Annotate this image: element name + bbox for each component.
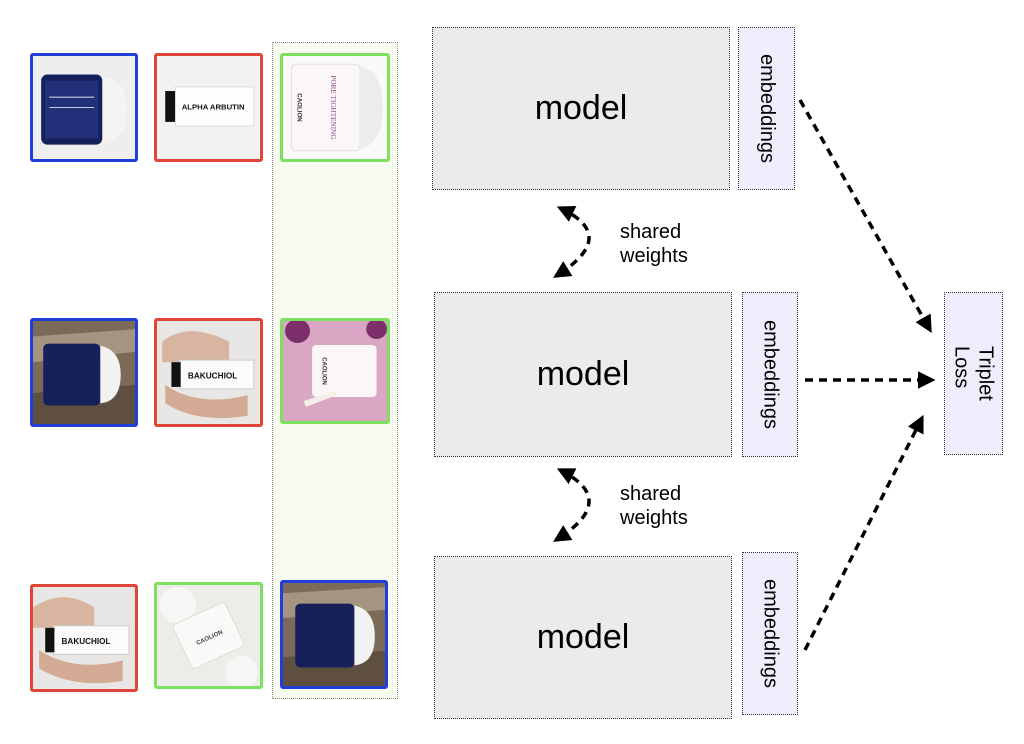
shared-weights-arrow-bottom bbox=[553, 468, 591, 542]
shared-weights-line1: shared bbox=[620, 221, 682, 243]
embeddings-label: embeddings bbox=[756, 54, 778, 163]
triplet-loss-line2: Loss bbox=[950, 346, 973, 389]
tube-label-text: BAKUCHIOL bbox=[62, 637, 111, 646]
arrow-embeddings-top-to-loss bbox=[798, 99, 932, 334]
shared-weights-line2: weights bbox=[620, 245, 688, 267]
embeddings-label: embeddings bbox=[759, 579, 782, 688]
model-box-middle: model bbox=[434, 292, 732, 457]
embeddings-label: embeddings bbox=[759, 320, 782, 429]
tube-label-text: ALPHA ARBUTIN bbox=[182, 103, 245, 112]
thumb-anchor-row1 bbox=[30, 53, 138, 162]
tube-label-text: BAKUCHIOL bbox=[188, 372, 237, 381]
thumb-negative-row3: BAKUCHIOL bbox=[30, 584, 138, 692]
thumb-positive-row1: PORE TIGHTENING CAOLION bbox=[280, 53, 390, 162]
jar-brand-text: CAOLION bbox=[320, 357, 327, 385]
thumb-negative-row2: BAKUCHIOL bbox=[154, 318, 263, 427]
model-label: model bbox=[534, 89, 628, 127]
thumb-anchor-row2 bbox=[30, 318, 138, 427]
shared-weights-line1: shared bbox=[620, 483, 682, 505]
shared-weights-line2: weights bbox=[620, 507, 688, 529]
thumb-positive-row2: CAOLION bbox=[280, 318, 390, 424]
embeddings-box-bottom: embeddings bbox=[742, 552, 798, 715]
triplet-loss-box: Triplet Loss bbox=[944, 292, 1003, 455]
triplet-loss-label: Triplet Loss bbox=[950, 346, 998, 401]
shared-weights-label-top: shared weights bbox=[620, 220, 688, 268]
embeddings-box-top: embeddings bbox=[738, 27, 795, 190]
triplet-loss-line1: Triplet bbox=[974, 346, 997, 401]
arrow-embeddings-bottom-to-loss bbox=[803, 414, 924, 651]
thumb-anchor-row3 bbox=[280, 580, 388, 689]
shared-weights-label-bottom: shared weights bbox=[620, 482, 688, 530]
thumb-positive-row3: CAOLION bbox=[154, 582, 263, 689]
embeddings-box-middle: embeddings bbox=[742, 292, 798, 457]
jar-label-text: PORE TIGHTENING bbox=[329, 75, 337, 139]
model-box-bottom: model bbox=[434, 556, 732, 719]
shared-weights-arrow-top bbox=[553, 205, 591, 278]
thumb-negative-row1: ALPHA ARBUTIN bbox=[154, 53, 263, 162]
model-box-top: model bbox=[432, 27, 730, 190]
jar-brand-text: CAOLION bbox=[296, 93, 303, 122]
model-label: model bbox=[536, 618, 630, 656]
model-label: model bbox=[536, 355, 630, 393]
